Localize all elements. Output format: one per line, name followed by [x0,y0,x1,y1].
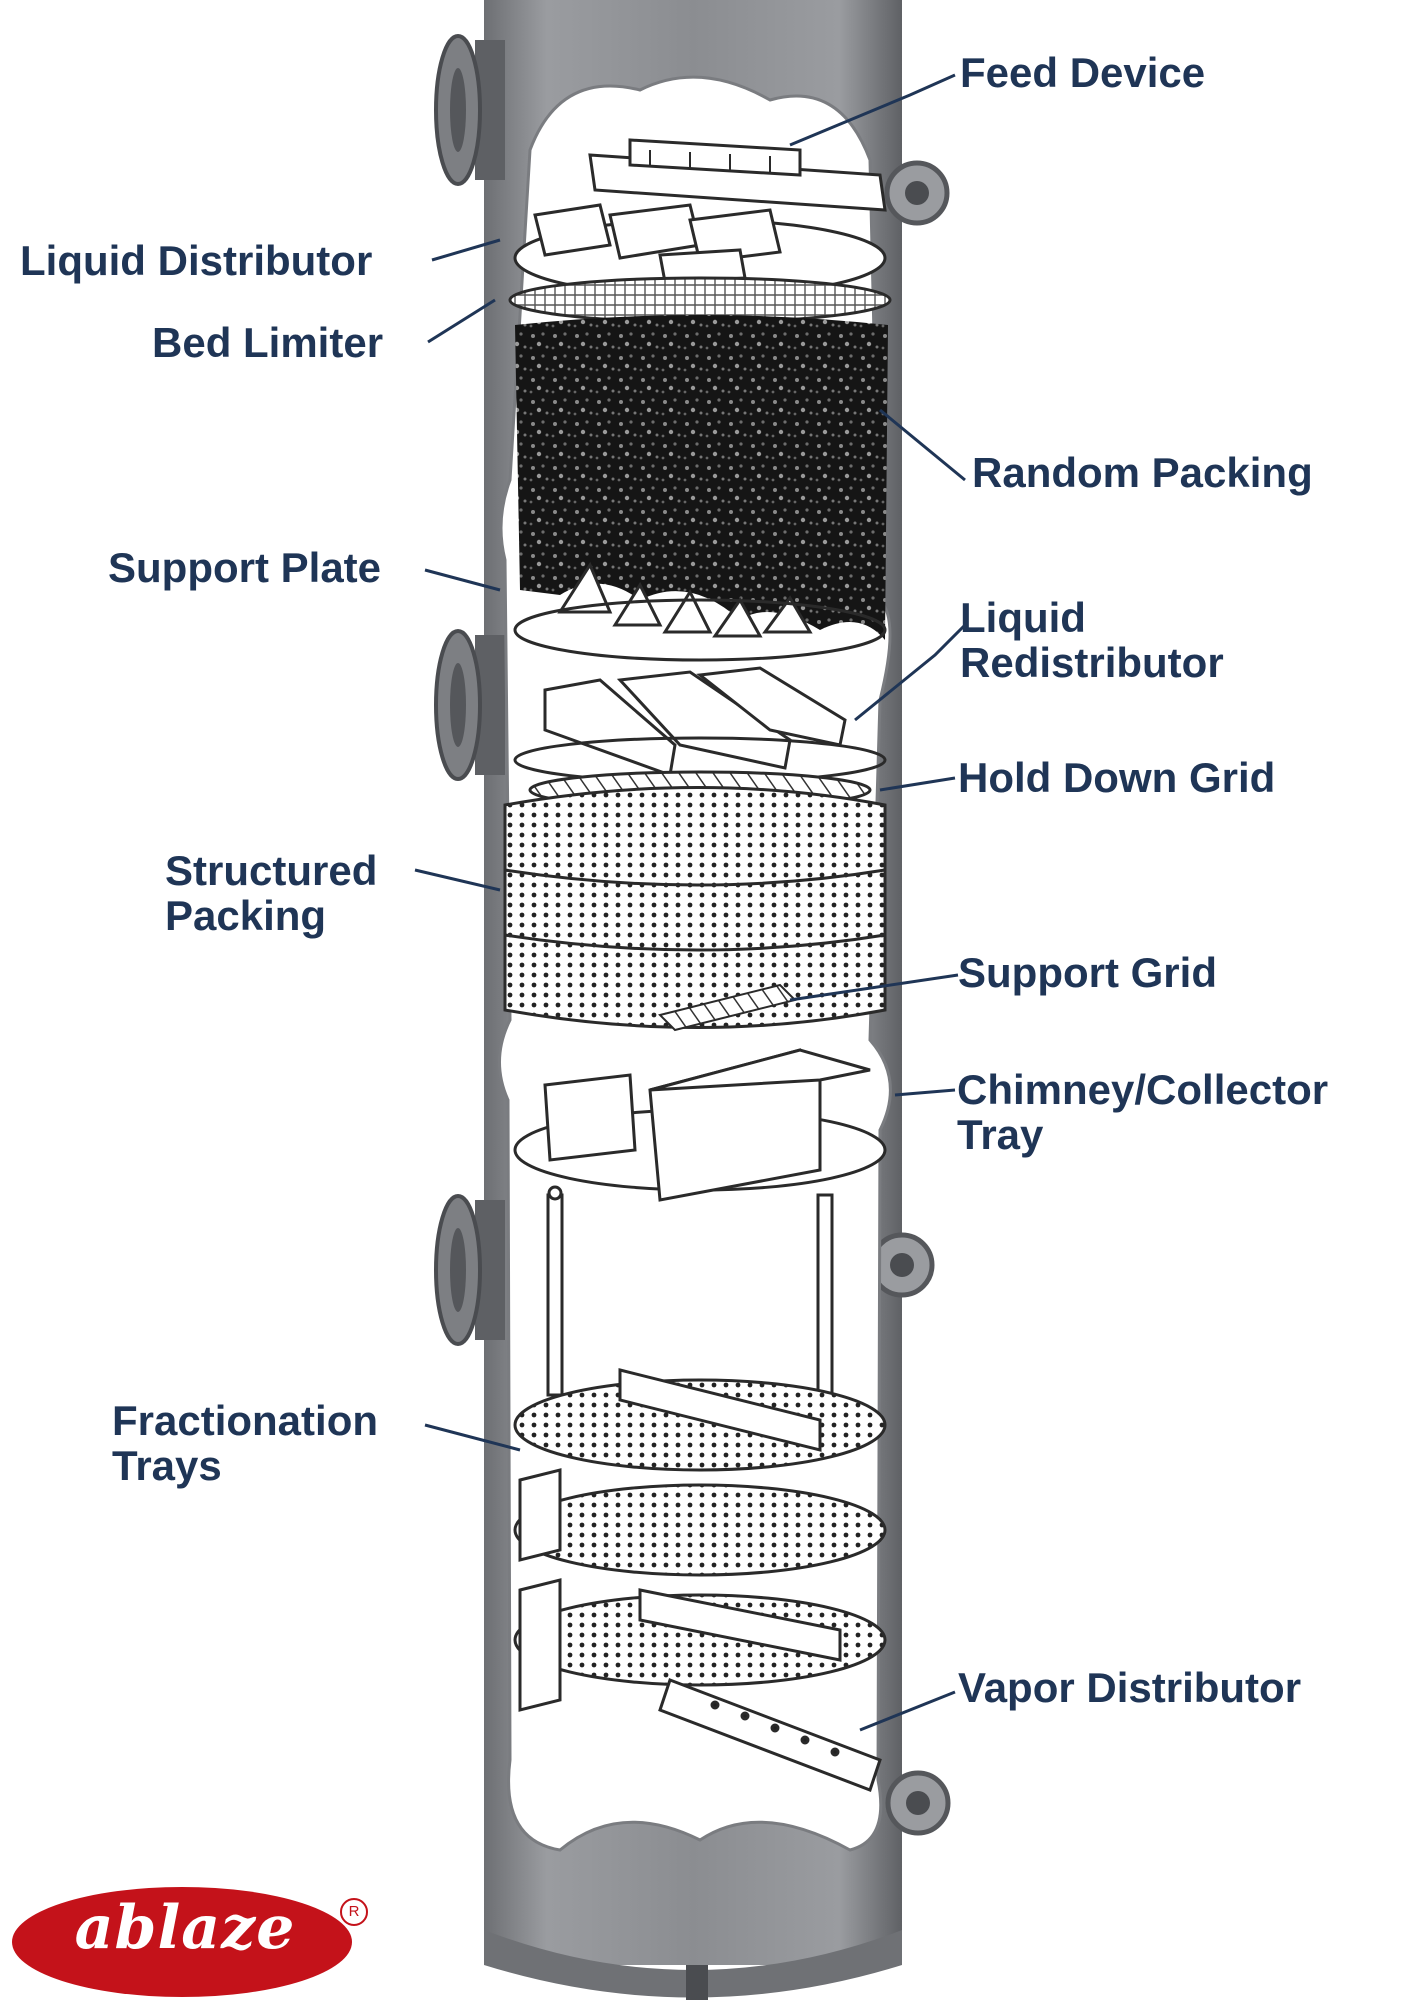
registered-mark: R [340,1898,368,1926]
liquid-distributor [513,203,887,298]
label-liquid-redistributor-line1: Liquid [960,594,1086,641]
nozzle-left-bottom [434,1194,505,1346]
label-support-plate: Support Plate [108,544,382,591]
leader-structured-packing [414,868,501,892]
label-vapor-distributor: Vapor Distributor [958,1664,1302,1711]
nozzle-right-top [884,160,950,226]
label-liquid-redistributor: Liquid Redistributor [960,595,1224,686]
structured-packing [503,786,887,1029]
label-liquid-redistributor-line2: Redistributor [960,639,1224,687]
support-plate [513,561,887,662]
label-bed-limiter: Bed Limiter [152,319,384,366]
label-fractionation-trays: Fractionation Trays [112,1398,378,1489]
leader-vapor-distributor [859,1690,956,1732]
ablaze-logo-shape [12,1887,352,1997]
label-chimney-tray-line1: Chimney/Collector [957,1066,1329,1113]
label-fractionation-trays-line2: Trays [112,1442,222,1490]
vapor-distributor [658,1678,882,1792]
leader-hold-down-grid [879,776,956,792]
label-structured-packing-line1: Structured [165,847,378,894]
liquid-redistributor [513,666,887,784]
leader-support-grid [789,973,959,1002]
chimney-collector-tray [513,1048,887,1202]
feed-device [588,138,887,212]
leader-fractionation-trays [424,1423,521,1452]
downcomer-pipes [546,1185,834,1397]
leader-bed-limiter [427,298,496,344]
label-support-grid: Support Grid [958,949,1217,996]
label-fractionation-trays-line1: Fractionation [112,1397,379,1444]
ablaze-logo: ablaze [74,1893,296,1963]
leader-liquid-distributor [431,238,501,262]
nozzle-left-middle [434,629,505,781]
leader-support-plate [424,568,501,592]
leader-lines [414,73,967,1732]
label-structured-packing: Structured Packing [165,848,377,939]
leader-random-packing [879,408,966,482]
fractionation-trays [513,1368,887,1712]
label-structured-packing-line2: Packing [165,892,327,940]
leader-liquid-redistributor [854,623,967,722]
leader-feed-device [789,73,956,147]
label-liquid-distributor: Liquid Distributor [20,237,373,284]
leader-chimney-tray [894,1088,956,1097]
nozzle-right-bottom [885,1770,951,1836]
label-chimney-collector-tray: Chimney/Collector Tray [957,1067,1328,1158]
label-hold-down-grid: Hold Down Grid [958,754,1276,801]
label-feed-device: Feed Device [960,49,1206,96]
label-chimney-tray-line2: Tray [957,1111,1044,1159]
nozzle-right-middle [869,1232,935,1298]
random-packing [515,315,888,640]
label-random-packing: Random Packing [972,449,1313,496]
nozzle-left-top [434,34,505,186]
